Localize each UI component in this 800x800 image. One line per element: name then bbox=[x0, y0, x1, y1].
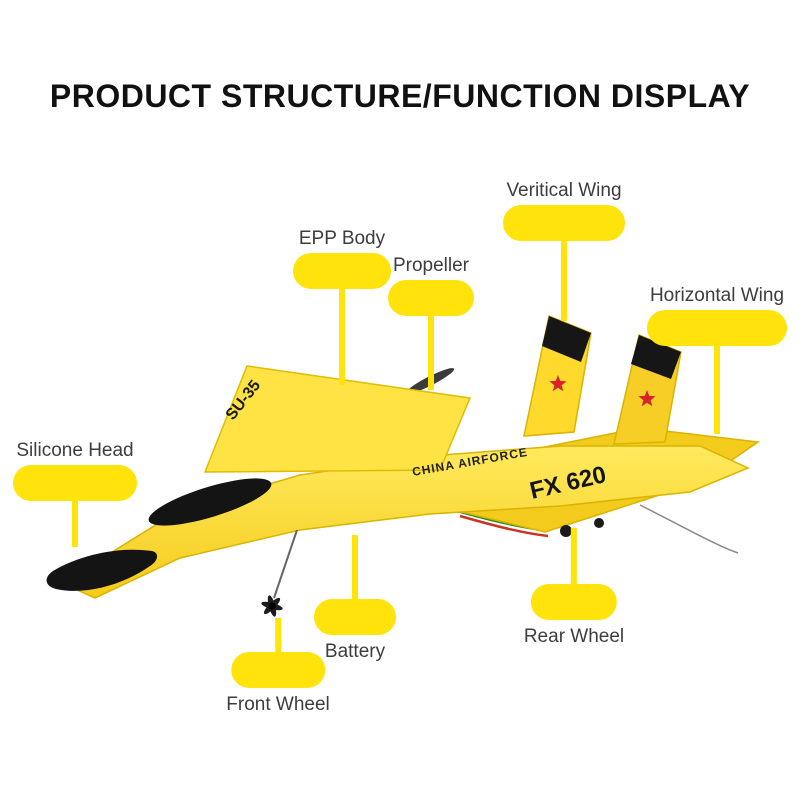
star-icon bbox=[638, 390, 656, 407]
callout-epp-body-label: EPP Body bbox=[298, 228, 386, 249]
callout-silicone-head-label: Silicone Head bbox=[16, 440, 134, 461]
fin-tip-black bbox=[542, 316, 591, 362]
star-icon bbox=[549, 375, 567, 392]
silicone-head-shape bbox=[46, 549, 158, 591]
callout-silicone-head-line bbox=[72, 501, 78, 547]
callout-rear-wheel-pill bbox=[530, 584, 617, 620]
fuselage-shape bbox=[60, 445, 750, 599]
main-wing-shape bbox=[203, 365, 472, 473]
vertical-fin-far bbox=[613, 333, 682, 445]
callout-epp-body-pill bbox=[293, 253, 391, 289]
callout-vertical-wing-pill bbox=[503, 205, 625, 241]
callout-front-wheel: Front Wheel bbox=[226, 618, 330, 716]
callout-battery-label: Battery bbox=[324, 641, 386, 662]
callout-rear-wheel: Rear Wheel bbox=[524, 528, 624, 648]
page-title: PRODUCT STRUCTURE/FUNCTION DISPLAY bbox=[49, 78, 751, 114]
callout-silicone-head-pill bbox=[13, 465, 137, 501]
callout-front-wheel-line bbox=[274, 618, 281, 652]
callout-horizontal-wing-pill bbox=[647, 310, 787, 346]
callout-battery-line bbox=[352, 535, 358, 599]
callout-vertical-wing-line bbox=[561, 241, 567, 321]
rear-wheel-shape bbox=[560, 518, 604, 537]
callout-rear-wheel-line bbox=[570, 528, 577, 584]
fin-tip-black bbox=[631, 335, 681, 379]
callout-propeller: Propeller bbox=[388, 255, 474, 390]
canopy-shape bbox=[148, 478, 272, 526]
front-wheel-shape bbox=[261, 529, 298, 617]
vertical-fin-near bbox=[523, 314, 592, 437]
callout-vertical-wing: Veritical Wing bbox=[503, 180, 625, 321]
callout-silicone-head: Silicone Head bbox=[13, 440, 137, 547]
callout-propeller-line bbox=[428, 316, 434, 390]
callout-epp-body-line bbox=[339, 289, 345, 385]
callout-epp-body: EPP Body bbox=[293, 228, 391, 385]
callout-front-wheel-pill bbox=[230, 652, 325, 688]
callout-battery: Battery bbox=[314, 535, 396, 663]
callout-propeller-label: Propeller bbox=[392, 255, 470, 276]
callout-propeller-pill bbox=[388, 280, 474, 316]
callout-front-wheel-label: Front Wheel bbox=[226, 694, 330, 715]
callout-rear-wheel-label: Rear Wheel bbox=[523, 626, 625, 647]
callout-horizontal-wing-line bbox=[714, 346, 720, 434]
callout-battery-pill bbox=[314, 599, 396, 635]
callout-horizontal-wing-label: Horizontal Wing bbox=[649, 285, 785, 306]
callout-horizontal-wing: Horizontal Wing bbox=[647, 285, 787, 434]
callout-vertical-wing-label: Veritical Wing bbox=[506, 180, 622, 201]
